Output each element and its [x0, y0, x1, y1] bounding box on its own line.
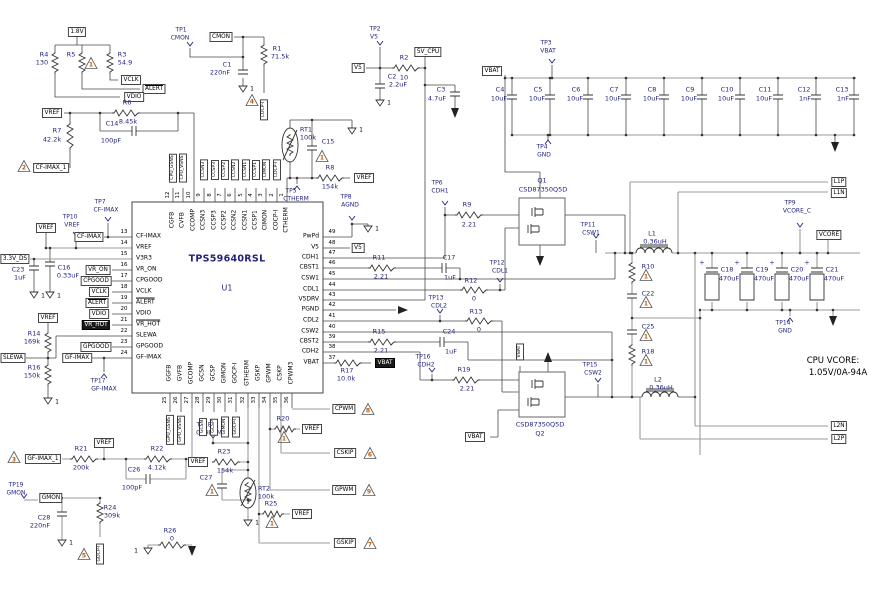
offpage-triangles	[7, 57, 653, 560]
q2-body	[518, 371, 566, 418]
q1-body	[518, 197, 566, 246]
component-symbols	[28, 43, 860, 555]
testpoint-markers	[20, 40, 804, 499]
junction-dots	[32, 35, 856, 516]
ic-body	[131, 201, 324, 394]
signal-wires	[26, 36, 855, 438]
power-bus-wires	[24, 77, 860, 548]
